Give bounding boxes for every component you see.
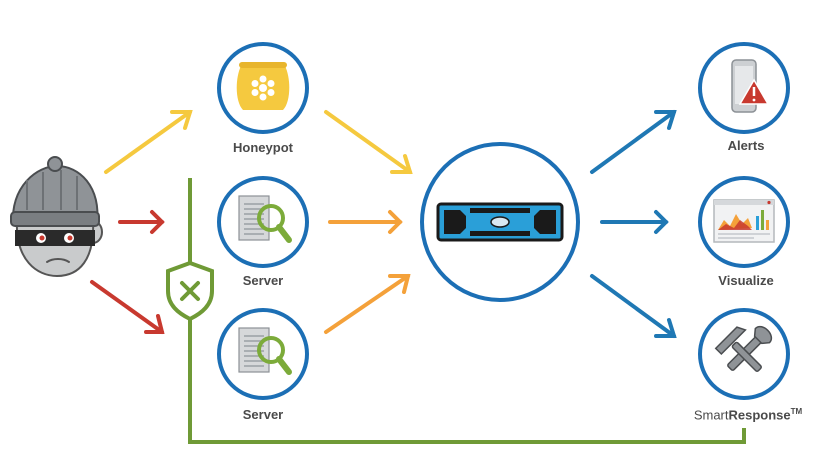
honeypot-node: [217, 42, 309, 134]
arrow-server2-appliance: [324, 274, 411, 334]
smartresponse-label-bold: Response: [728, 407, 791, 423]
arrow-appliance-smartresponse: [590, 274, 677, 338]
honeypot-icon: [236, 62, 290, 110]
tools-icon: [714, 326, 772, 372]
arrow-server-appliance: [328, 210, 403, 234]
arrow-attacker-honeypot: [104, 110, 193, 174]
arrow-attacker-blocked: [90, 280, 165, 334]
arrow-honeypot-appliance: [324, 110, 413, 174]
server-bottom-label: Server: [242, 407, 284, 422]
trademark-mark: TM: [790, 407, 803, 416]
honeypot-label: Honeypot: [233, 140, 293, 155]
server-node-top: [217, 176, 309, 268]
rack-appliance-icon: [436, 202, 564, 242]
alerts-node: [698, 42, 790, 134]
server-top-label: Server: [242, 273, 284, 288]
appliance-node: [420, 142, 580, 302]
dashboard-chart-icon: [713, 199, 775, 243]
server-node-bottom: [217, 308, 309, 400]
smartresponse-node: [698, 308, 790, 400]
visualize-node: [698, 176, 790, 268]
arrow-appliance-visualize: [600, 210, 669, 234]
visualize-label: Visualize: [718, 273, 774, 288]
burglar-icon: [10, 156, 103, 278]
arrow-attacker-server: [118, 210, 165, 234]
smartresponse-label-light: Smart: [693, 407, 729, 423]
alerts-label: Alerts: [727, 138, 765, 153]
phone-alert-icon: [731, 59, 770, 113]
shield-block-icon: [166, 260, 214, 322]
arrow-appliance-alerts: [590, 110, 677, 174]
smartresponse-label: SmartResponseTM: [694, 407, 802, 422]
